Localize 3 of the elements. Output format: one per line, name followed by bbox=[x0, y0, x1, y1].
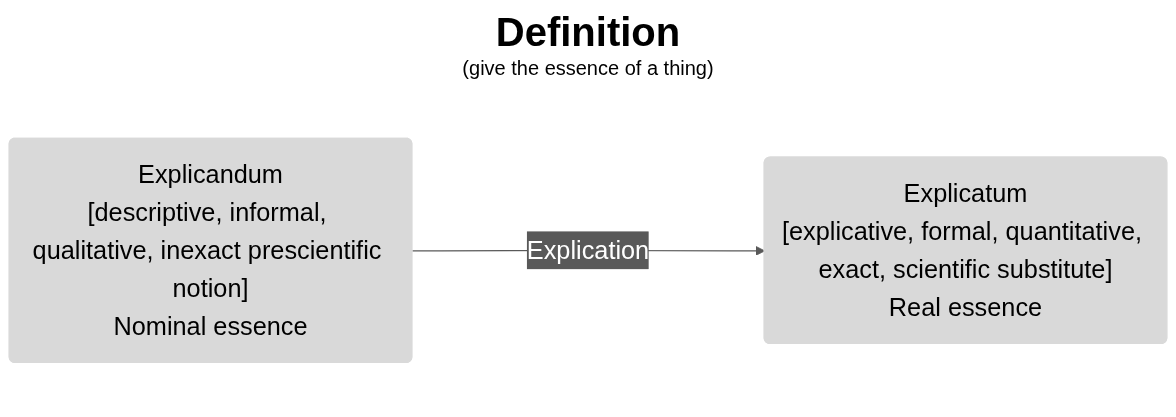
subtitle: (give the essence of a thing) bbox=[462, 57, 714, 80]
title: Definition bbox=[495, 10, 681, 55]
edge-label: Explication bbox=[526, 236, 650, 265]
